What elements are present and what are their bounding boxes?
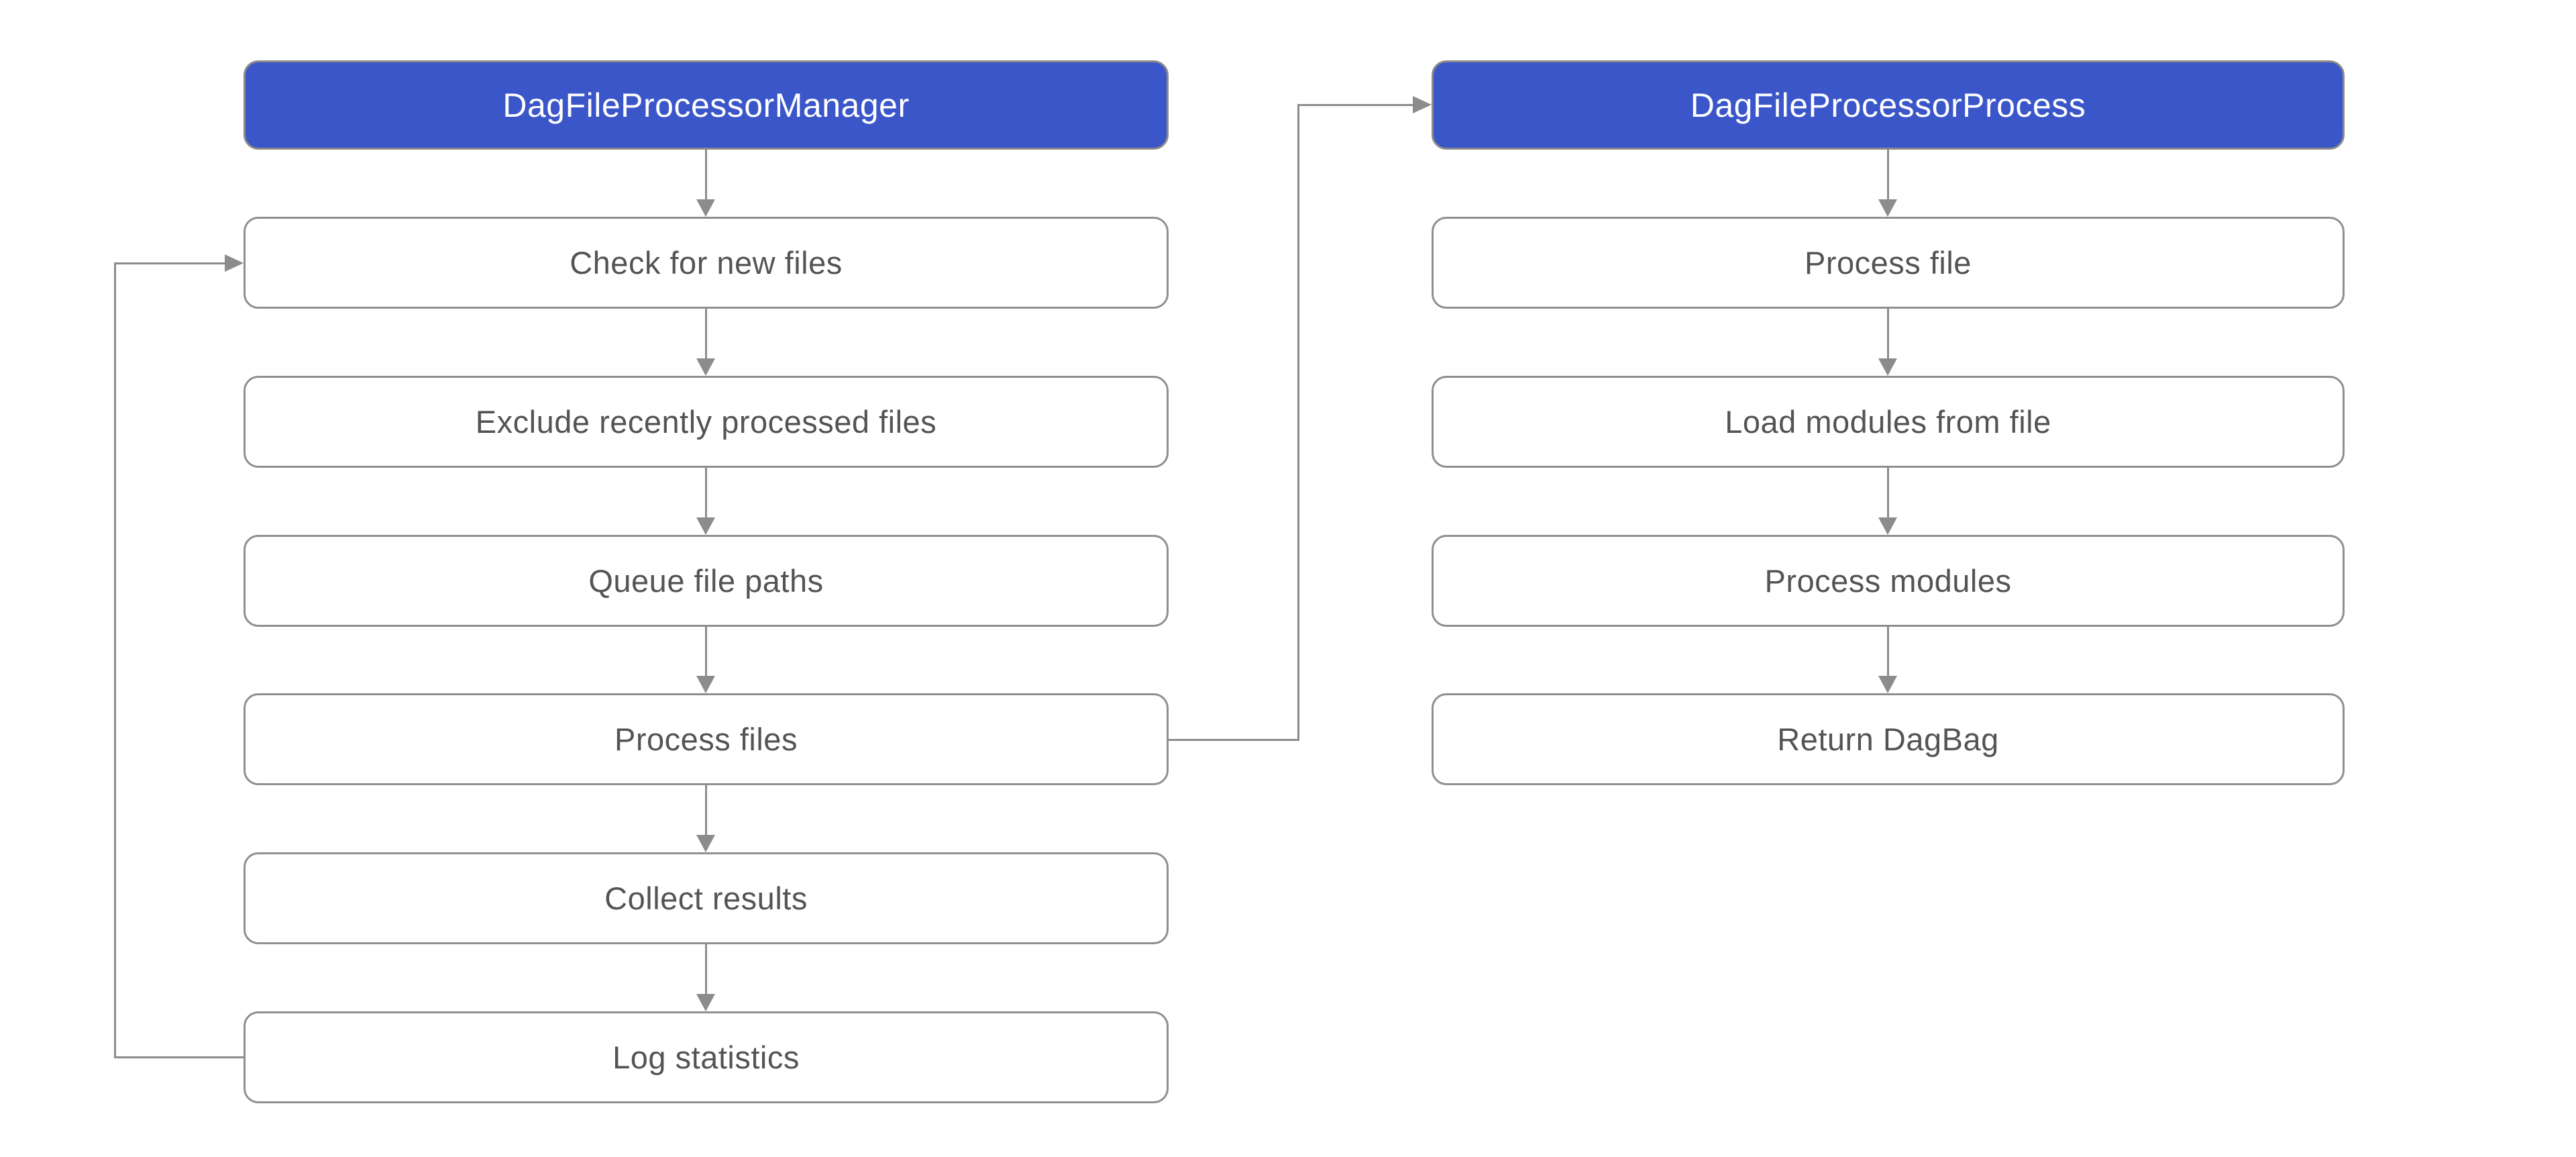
arrow-down-icon	[696, 835, 715, 852]
connector-line	[1887, 627, 1889, 676]
connector-line	[705, 150, 707, 199]
step-process-modules: Process modules	[1432, 535, 2345, 627]
step-process-file: Process file	[1432, 217, 2345, 309]
arrow-down-icon	[696, 199, 715, 217]
connector-line	[705, 309, 707, 358]
step-collect-results: Collect results	[244, 852, 1169, 944]
arrow-down-icon	[696, 517, 715, 535]
connector-line	[705, 627, 707, 676]
step-return-dagbag: Return DagBag	[1432, 693, 2345, 785]
cross-connector-segment	[1297, 104, 1299, 741]
cross-connector-segment	[1297, 104, 1413, 106]
manager-header-node: DagFileProcessorManager	[244, 60, 1169, 150]
arrow-down-icon	[696, 676, 715, 693]
arrow-right-icon	[225, 254, 244, 272]
process-header-node: DagFileProcessorProcess	[1432, 60, 2345, 150]
loop-connector-segment	[115, 1056, 244, 1058]
arrow-right-icon	[1413, 96, 1432, 113]
arrow-down-icon	[1878, 676, 1897, 693]
cross-connector-segment	[1169, 739, 1299, 741]
connector-line	[1887, 468, 1889, 517]
step-check-for-new-files: Check for new files	[244, 217, 1169, 309]
arrow-down-icon	[1878, 517, 1897, 535]
step-process-files: Process files	[244, 693, 1169, 785]
arrow-down-icon	[1878, 199, 1897, 217]
connector-line	[1887, 150, 1889, 199]
loop-connector-segment	[114, 262, 116, 1058]
arrow-down-icon	[1878, 358, 1897, 376]
connector-line	[705, 944, 707, 994]
step-queue-file-paths: Queue file paths	[244, 535, 1169, 627]
step-exclude-recently-processed-files: Exclude recently processed files	[244, 376, 1169, 468]
connector-line	[1887, 309, 1889, 358]
arrow-down-icon	[696, 994, 715, 1011]
step-log-statistics: Log statistics	[244, 1011, 1169, 1103]
step-load-modules-from-file: Load modules from file	[1432, 376, 2345, 468]
connector-line	[705, 468, 707, 517]
arrow-down-icon	[696, 358, 715, 376]
connector-line	[705, 785, 707, 835]
loop-connector-segment	[115, 262, 225, 264]
